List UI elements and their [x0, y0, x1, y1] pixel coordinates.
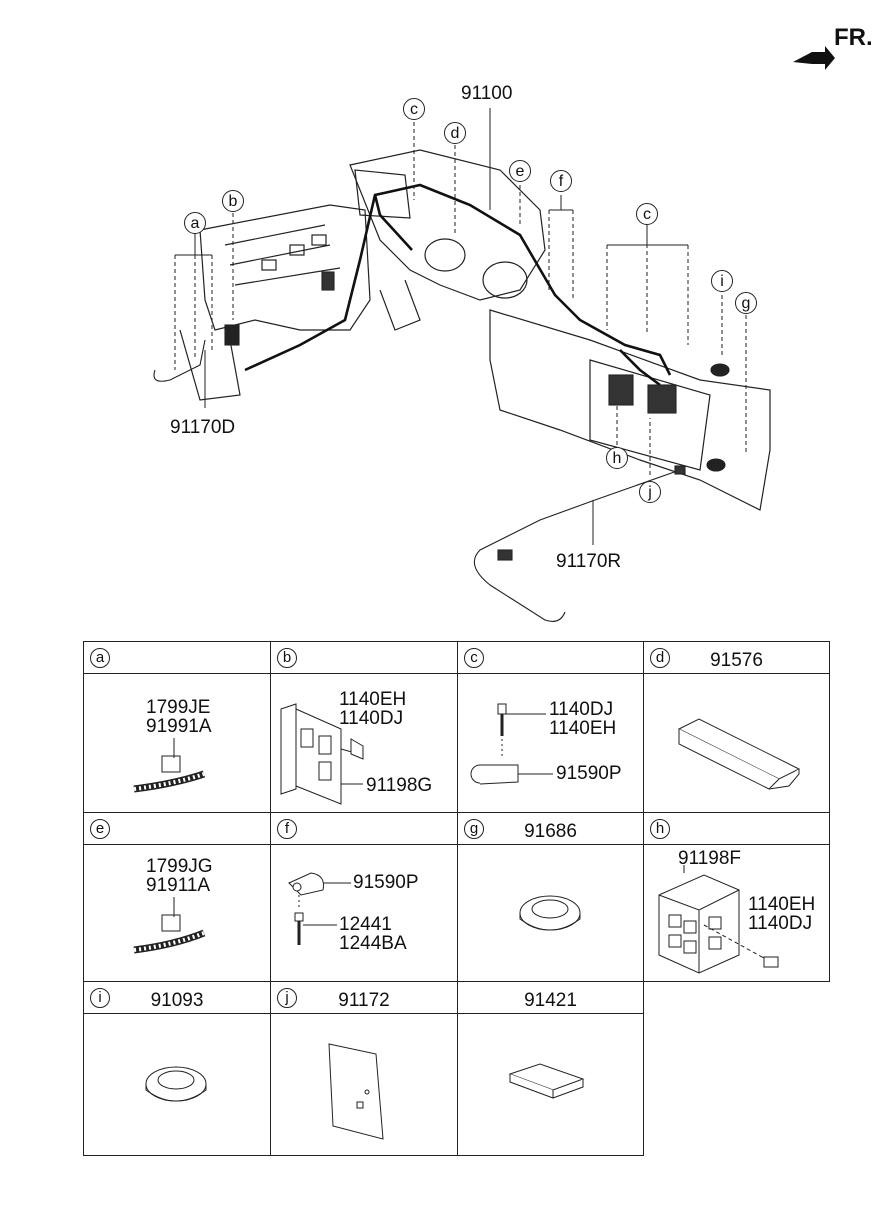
part-number: 91991A	[146, 716, 212, 737]
header-part-number: 91093	[150, 990, 204, 1011]
callout-g: g	[735, 292, 757, 314]
callout-b: b	[222, 190, 244, 212]
cell-f-header: f	[270, 812, 458, 845]
callout-c: c	[403, 98, 425, 120]
protector-icon	[677, 718, 801, 790]
grommet-icon	[519, 895, 581, 931]
arrow-icon	[793, 46, 835, 70]
clip-icon	[288, 872, 351, 945]
cell-c-header: c	[457, 641, 644, 674]
callout-i: i	[711, 270, 733, 292]
tape-icon	[508, 1063, 585, 1099]
cell-letter: d	[650, 648, 670, 668]
cell-h-header: h	[643, 812, 830, 845]
cell-d-header: d 91576	[643, 641, 830, 674]
callout-f: f	[550, 170, 572, 192]
cell-i-header: i 91093	[83, 981, 271, 1014]
grommet-icon	[145, 1066, 207, 1102]
cell-letter: j	[277, 988, 297, 1008]
header-part-number: 91421	[524, 990, 577, 1011]
cell-d-body	[643, 673, 830, 813]
cell-e-body: 1799JG 91911A	[83, 844, 271, 982]
part-number: 1140DJ	[339, 708, 404, 729]
cell-a-header: a	[83, 641, 271, 674]
harness-left-label: 91170D	[170, 417, 236, 438]
part-number: 12441	[339, 914, 392, 935]
clip-icon	[470, 703, 553, 785]
harness-main-label: 91100	[461, 83, 513, 104]
callout-d: d	[444, 122, 466, 144]
part-number: 91198G	[366, 775, 433, 796]
harness-right-label: 91170R	[556, 551, 622, 572]
part-number: 1799JE	[146, 697, 211, 718]
cell-f-body: 91590P 12441 1244BA	[270, 844, 458, 982]
part-number: 91590P	[556, 763, 622, 784]
part-number: 1140DJ	[748, 913, 813, 934]
cell-k-header: 91421	[457, 981, 644, 1014]
cell-h-body: 91198F 1140EH 1140DJ	[643, 844, 830, 982]
cell-i-body	[83, 1013, 271, 1156]
part-number: 1799JG	[146, 856, 213, 877]
cell-g-header: g 91686	[457, 812, 644, 845]
cell-j-header: j 91172	[270, 981, 458, 1014]
header-part-number: 91172	[338, 990, 390, 1011]
callout-e: e	[509, 160, 531, 182]
cell-letter: i	[90, 988, 110, 1008]
header-part-number: 91576	[710, 650, 763, 671]
cell-letter: e	[90, 819, 110, 839]
cell-k-body	[457, 1013, 644, 1156]
part-number: 1140EH	[339, 689, 407, 710]
cell-b-body: 1140EH 1140DJ 91198G	[270, 673, 458, 813]
cell-j-body	[270, 1013, 458, 1156]
cell-letter: h	[650, 819, 670, 839]
cell-letter: f	[277, 819, 297, 839]
dashboard-drawing	[153, 46, 835, 622]
part-number: 91590P	[353, 872, 419, 893]
callout-a: a	[184, 212, 206, 234]
callout-j: j	[639, 481, 661, 503]
part-number: 91198F	[678, 848, 742, 869]
cell-g-body	[457, 844, 644, 982]
part-number: 1244BA	[339, 933, 407, 954]
cell-letter: g	[464, 819, 484, 839]
pad-icon	[328, 1043, 384, 1140]
wiring-diagram: FR. 91100 91170D 91170R a b c d e f c i …	[153, 24, 873, 622]
cell-letter: b	[277, 648, 297, 668]
cable-tie-icon	[133, 897, 206, 954]
cell-letter: a	[90, 648, 110, 668]
part-number: 1140DJ	[549, 699, 614, 720]
relay-box-icon	[658, 865, 779, 974]
callout-c2: c	[636, 203, 658, 225]
cell-b-header: b	[270, 641, 458, 674]
part-number: 1140EH	[549, 718, 617, 739]
cell-letter: c	[464, 648, 484, 668]
header-part-number: 91686	[524, 821, 577, 842]
cell-e-header: e	[83, 812, 271, 845]
bracket-icon	[280, 703, 364, 805]
part-number: 1140EH	[748, 894, 816, 915]
part-number: 91911A	[146, 875, 211, 896]
cell-c-body: 1140DJ 1140EH 91590P	[457, 673, 644, 813]
cell-a-body: 1799JE 91991A	[83, 673, 271, 813]
callout-h: h	[606, 447, 628, 469]
orientation-label: FR.	[834, 24, 873, 51]
cable-tie-icon	[133, 738, 206, 793]
